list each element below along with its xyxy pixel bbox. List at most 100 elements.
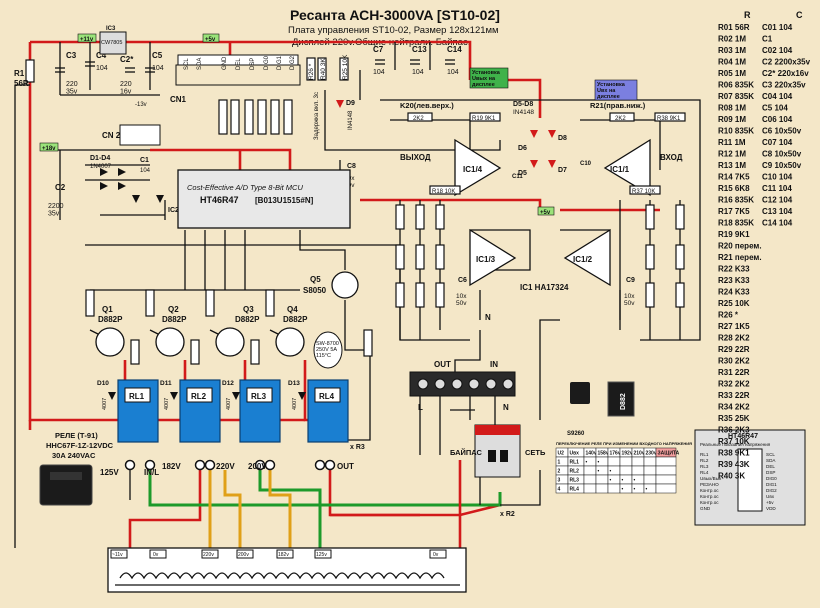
resistor-list-item: R38 9K1: [718, 449, 750, 458]
op2-label: IC1/1: [610, 165, 630, 174]
pin-dig0: DIG0: [264, 55, 270, 70]
table-cell-text: •: [634, 478, 636, 484]
table-cell: [655, 483, 677, 494]
q5-label: Q5: [310, 275, 321, 284]
r25-label: R25 10K: [342, 54, 349, 80]
resistor-list-item: R28 2K2: [718, 334, 750, 343]
resistor-r40: [317, 57, 327, 81]
top-capacitors: [55, 59, 455, 73]
capacitor-list-item: C14 104: [762, 219, 793, 228]
ht-pin-left: RL4: [700, 470, 709, 475]
tap-220v: 220v: [203, 552, 214, 558]
q3-label: Q3: [243, 305, 254, 314]
capacitor-list-item: C10 104: [762, 173, 793, 182]
bypass-lever-1[interactable]: [488, 450, 496, 462]
relay-desc-l3: 30A 240VAC: [52, 451, 96, 460]
pin-dsp: DSP: [250, 58, 256, 70]
table-cell-text: 192v: [622, 451, 633, 457]
capacitor-list-item: C9 10x50v: [762, 161, 802, 170]
resistor-list-item: R31 22R: [718, 368, 750, 377]
d9-label: D9: [346, 100, 355, 107]
c2star-label: C2*: [120, 55, 134, 64]
capacitor-list-item: C07 104: [762, 138, 793, 147]
capacitor-list-item: C2* 220x16v: [762, 69, 809, 78]
ht-pin-left: GND: [700, 506, 711, 511]
trimmer-r21[interactable]: [609, 112, 635, 122]
table-cell: [655, 474, 677, 485]
resistor-list-item: R36 2K3: [718, 426, 750, 435]
c2-label: C2: [55, 183, 66, 192]
c1-label: C1: [140, 157, 149, 164]
table-cell: [643, 465, 657, 476]
q5-value: S8050: [303, 286, 327, 295]
c7-label: C7: [373, 45, 384, 54]
d882-photo: [607, 381, 635, 417]
resistor-list-item: R34 2K2: [718, 403, 750, 412]
d6-label: D6: [518, 145, 527, 152]
table-cell-text: RL3: [570, 478, 580, 484]
in-n-label: N: [503, 403, 509, 412]
table-cell: [655, 465, 677, 476]
capacitor-list-item: C11 104: [762, 184, 792, 193]
c4-value: 104: [96, 65, 108, 72]
trimmer-k20[interactable]: [407, 112, 433, 122]
resistor-list-item: R27 1K5: [718, 322, 750, 331]
ht-pin-left: Контр.ос: [700, 488, 719, 493]
resistor-list-item: R18 835K: [718, 219, 754, 228]
r40-label: R40 3K: [320, 58, 327, 80]
table-cell-text: 4: [558, 487, 561, 493]
resistor-list-item: R40 3K: [718, 472, 745, 481]
mcu-code: [B013U1515#N]: [255, 196, 314, 205]
table-cell-text: •: [610, 478, 612, 484]
cn1-pin-labels: SCL SDA GND DEL DSP DIG0 DIG1 DIG2: [184, 55, 296, 70]
ic1-part: IC1 HA17324: [520, 283, 569, 292]
c4-label: C4: [96, 51, 107, 60]
divider-resistors: [395, 204, 685, 308]
resistor-list-item: R39 43K: [718, 460, 750, 469]
table-cell: [643, 456, 657, 467]
transistor-q5: [331, 271, 359, 299]
tap-200v: 200v: [238, 552, 249, 558]
resistor-list-item: R17 7K5: [718, 207, 750, 216]
table-cell-text: •: [598, 460, 600, 466]
r21-label: R21(прав.ниж.): [590, 101, 646, 110]
r19-label: R19 9K1: [472, 116, 496, 122]
c13-label: C13: [412, 45, 427, 54]
mcu-desc: Cost-Effective A/D Type 8-Bit MCU: [187, 183, 303, 192]
ht-pin-right: DIG1: [766, 482, 777, 487]
tout-label: OUT: [337, 462, 354, 471]
t200-label: 200V: [248, 462, 267, 471]
table-cell-text: •: [646, 487, 648, 493]
resistor-list-item: R16 835K: [718, 196, 754, 205]
table-cell-text: RL4: [570, 487, 580, 493]
resistor-list-item: R02 1M: [718, 35, 746, 44]
resistor-list-item: R30 2K2: [718, 357, 750, 366]
ht-pin-left: РЕЗАНО: [700, 482, 719, 487]
table-cell: [643, 474, 657, 485]
d11-label: D11: [160, 380, 172, 387]
resistor-list-item: R11 1M: [718, 138, 746, 147]
s9260-label: S9260: [567, 431, 585, 437]
tag-5v-mid: [537, 206, 555, 216]
table-cell: [631, 465, 645, 476]
d10-label: D10: [97, 380, 109, 387]
table-cell: [595, 474, 609, 485]
transformer-taps: [110, 549, 447, 559]
d9-value: IN4148: [348, 110, 354, 130]
table-cell-text: 230v: [646, 451, 657, 457]
ht-pin-right: VDD: [766, 506, 776, 511]
table-cell-text: RL2: [570, 469, 580, 475]
d8-label: D8: [558, 135, 567, 142]
c11-label: C11: [512, 174, 523, 180]
resistor-list-item: R24 K33: [718, 288, 750, 297]
tag-5v-top: [202, 33, 220, 43]
capacitor-list-item: C1: [762, 35, 773, 44]
resistor-list-item: R15 6K8: [718, 184, 750, 193]
bypass-lever-2[interactable]: [500, 450, 508, 462]
table-cell-text: Uвх: [570, 451, 580, 457]
red-power-rails: [28, 40, 660, 548]
